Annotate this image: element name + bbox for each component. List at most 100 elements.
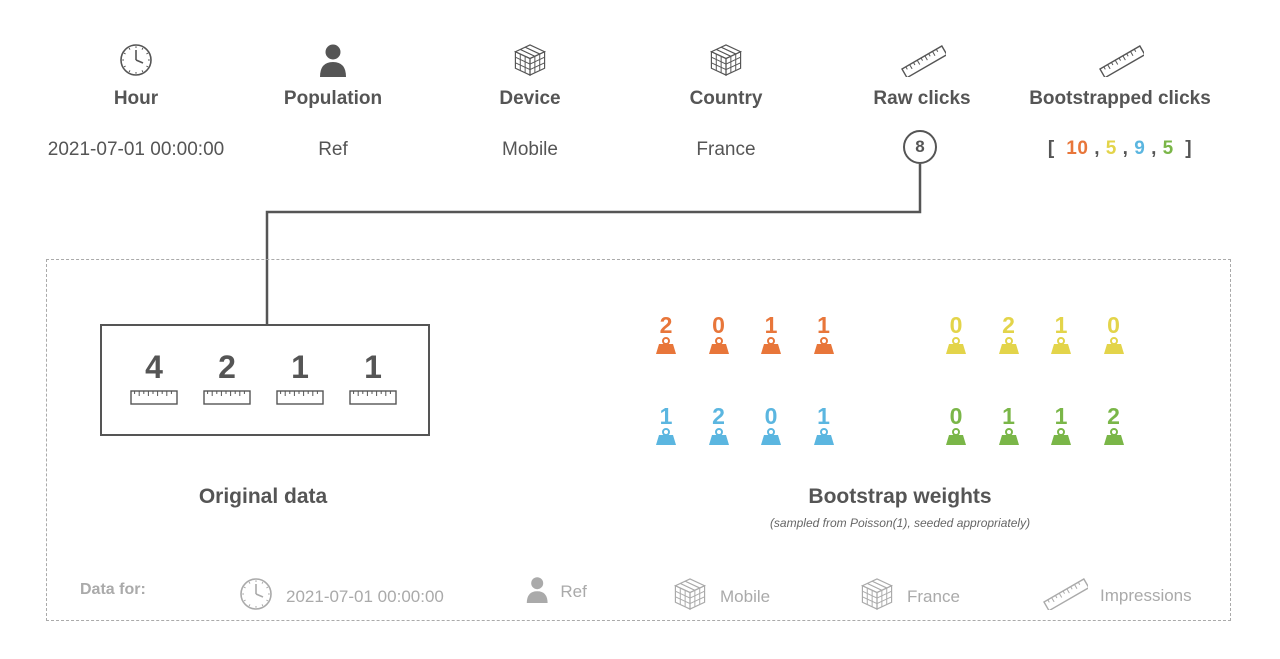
weight-value: 1 xyxy=(659,403,673,429)
weight-value: 2 xyxy=(1002,312,1015,338)
weight-cell: 1 xyxy=(651,404,681,450)
cube-icon xyxy=(512,42,548,83)
bootstrap-panel xyxy=(46,259,1231,621)
device-value: Mobile xyxy=(502,139,558,160)
weight-value: 1 xyxy=(1054,312,1068,338)
header-title: Raw clicks xyxy=(873,88,971,109)
cube-icon xyxy=(859,576,895,617)
bootstrapped-clicks-list: [ 10 , 5 , 9 , 5 ] xyxy=(1010,138,1230,160)
footer-label: Data for: xyxy=(80,581,146,598)
footer-text: Mobile xyxy=(720,586,771,606)
ruler-icon xyxy=(197,390,257,406)
ruler-icon xyxy=(1040,576,1090,615)
weight-value: 1 xyxy=(1054,403,1068,429)
separator: , xyxy=(1151,138,1157,159)
weight-value: 1 xyxy=(817,403,830,429)
hour-value: 2021-07-01 00:00:00 xyxy=(47,139,225,160)
country-value: France xyxy=(696,139,756,160)
bootstrap-weights-subtitle: (sampled from Poisson(1), seeded appropr… xyxy=(769,516,1031,530)
original-cell: 4 xyxy=(124,350,184,406)
weight-icon xyxy=(704,337,734,359)
weight-icon xyxy=(756,337,786,359)
weight-value: 1 xyxy=(1002,403,1015,429)
person-icon xyxy=(526,576,548,608)
weight-icon xyxy=(994,428,1024,450)
person-icon xyxy=(319,43,347,82)
header-title: Population xyxy=(283,88,383,109)
weight-cell: 0 xyxy=(1099,313,1129,359)
bracket-close: ] xyxy=(1185,138,1193,159)
bootstrap-weights-title: Bootstrap weights xyxy=(808,485,992,508)
header-population: Population xyxy=(233,40,433,110)
bracket-open: [ xyxy=(1047,138,1055,159)
weight-cell: 0 xyxy=(941,313,971,359)
footer-text: France xyxy=(907,586,960,606)
clock-icon xyxy=(238,576,274,617)
weight-cell: 2 xyxy=(1099,404,1129,450)
ruler-icon xyxy=(343,390,403,406)
header-raw-clicks: Raw clicks xyxy=(822,40,1022,110)
header-country: Country xyxy=(626,40,826,110)
original-cell: 1 xyxy=(270,350,330,406)
weight-icon xyxy=(704,428,734,450)
weight-icon xyxy=(1099,337,1129,359)
weight-icon xyxy=(809,428,839,450)
weight-cell: 1 xyxy=(809,404,839,450)
weight-icon xyxy=(941,428,971,450)
header-device: Device xyxy=(430,40,630,110)
boot-value: 10 xyxy=(1066,138,1089,159)
weight-value: 0 xyxy=(1107,312,1120,338)
clock-icon xyxy=(118,42,154,83)
weight-icon xyxy=(809,337,839,359)
weight-value: 1 xyxy=(764,312,778,338)
weight-cell: 2 xyxy=(704,404,734,450)
weight-cell: 1 xyxy=(809,313,839,359)
footer-text: Impressions xyxy=(1100,585,1192,605)
original-value: 2 xyxy=(218,349,236,385)
weight-cell: 1 xyxy=(1046,313,1076,359)
weight-cell: 2 xyxy=(651,313,681,359)
weight-icon xyxy=(756,428,786,450)
header-title: Hour xyxy=(113,88,159,109)
original-value: 4 xyxy=(145,349,163,385)
original-cell: 2 xyxy=(197,350,257,406)
boot-value: 9 xyxy=(1134,138,1146,159)
header-title: Country xyxy=(689,88,763,109)
weight-icon xyxy=(941,337,971,359)
weight-cell: 0 xyxy=(704,313,734,359)
weight-icon xyxy=(994,337,1024,359)
original-value: 1 xyxy=(291,349,309,385)
header-title: Device xyxy=(499,88,561,109)
weight-cell: 0 xyxy=(941,404,971,450)
weight-value: 0 xyxy=(949,312,963,338)
cube-icon xyxy=(708,42,744,83)
original-data-box: 4 2 1 1 xyxy=(100,324,430,436)
weight-icon xyxy=(1046,337,1076,359)
header-title: Bootstrapped clicks xyxy=(1029,88,1211,109)
weight-value: 0 xyxy=(712,312,725,338)
boot-value: 5 xyxy=(1162,138,1174,159)
original-cell: 1 xyxy=(343,350,403,406)
footer-hour: 2021-07-01 00:00:00 xyxy=(238,576,444,617)
weight-cell: 1 xyxy=(756,313,786,359)
weight-cell: 0 xyxy=(756,404,786,450)
weight-value: 0 xyxy=(764,403,778,429)
weight-icon xyxy=(651,428,681,450)
header-bootstrapped-clicks: Bootstrapped clicks xyxy=(1010,40,1230,110)
footer-impressions: Impressions xyxy=(1040,576,1192,615)
ruler-icon xyxy=(1096,43,1146,82)
weight-value: 1 xyxy=(817,312,830,338)
population-value: Ref xyxy=(318,139,348,160)
footer-text: 2021-07-01 00:00:00 xyxy=(286,586,444,606)
original-data-title: Original data xyxy=(198,485,328,508)
weight-value: 2 xyxy=(1107,403,1120,429)
weight-cell: 1 xyxy=(1046,404,1076,450)
cube-icon xyxy=(672,576,708,617)
weight-icon xyxy=(1046,428,1076,450)
footer-text: Ref xyxy=(560,582,587,602)
separator: , xyxy=(1122,138,1129,159)
ruler-icon xyxy=(270,390,330,406)
weight-value: 2 xyxy=(712,403,725,429)
weight-cell: 1 xyxy=(994,404,1024,450)
